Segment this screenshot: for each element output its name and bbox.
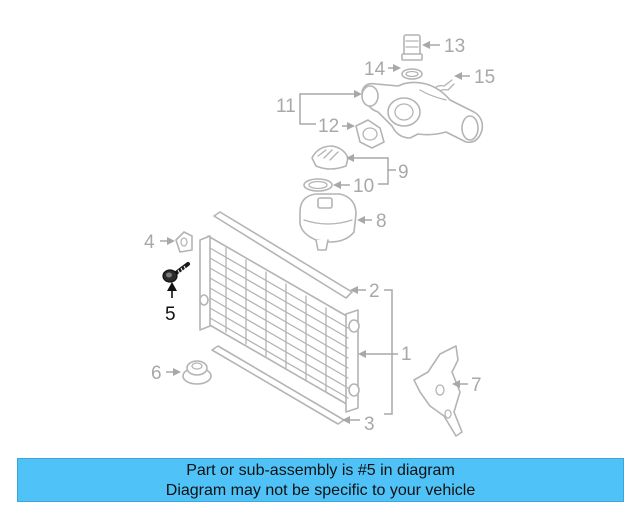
callout-14: 14 [364,59,386,80]
leader-11 [299,93,358,104]
part-14-o-ring [401,68,423,80]
part-9-reservoir-cap [311,145,349,170]
callout-4: 4 [144,232,155,253]
part-6-rubber-mount [182,360,212,385]
callout-15: 15 [474,67,495,88]
part-5-screw [162,262,190,283]
callout-11: 11 [276,96,296,117]
callout-6: 6 [151,363,162,384]
callout-5: 5 [165,304,176,325]
part-1-radiator [199,235,360,413]
part-4-mount [175,231,193,253]
leader-9-top [350,157,396,171]
parts-diagram: 13 14 15 11 12 9 [144,34,495,437]
callout-9: 9 [398,162,409,183]
callout-10: 10 [353,176,374,197]
part-11-coolant-flange [361,81,484,144]
part-8-expansion-tank [299,193,357,251]
part-10-seal [303,178,333,192]
callout-7: 7 [471,375,482,396]
callout-2: 2 [369,281,380,302]
part-13-cap [401,34,423,61]
part-7-side-bracket [413,345,463,437]
callout-1: 1 [401,344,412,365]
banner-line-2: Diagram may not be specific to your vehi… [165,482,476,499]
banner-line-1: Part or sub-assembly is #5 in diagram [186,462,455,479]
callout-13: 13 [444,36,465,57]
part-12-gasket [355,119,385,149]
callout-3: 3 [364,414,375,435]
part-2-upper-strip [213,211,353,299]
callout-8: 8 [376,211,387,232]
info-banner: Part or sub-assembly is #5 in diagram Di… [17,458,624,502]
callout-12: 12 [318,116,339,137]
